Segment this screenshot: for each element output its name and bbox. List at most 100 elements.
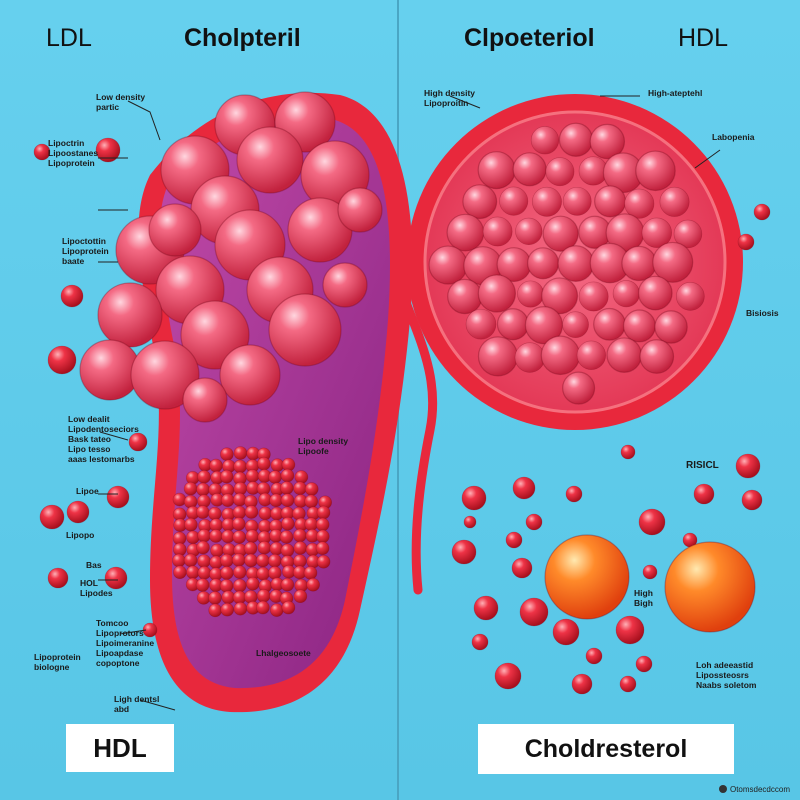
small-particle [208,506,222,521]
hdl-particle [530,126,560,155]
small-particle [244,553,258,568]
small-particle [293,481,307,496]
small-particle [232,492,247,507]
hdl-particles [428,122,705,405]
hdl-particle [659,186,690,217]
hdl-particle [446,213,485,252]
hdl-particle [639,339,675,374]
hdl-particle [514,342,546,373]
small-particle [208,591,222,605]
floating-particle [525,513,543,531]
floating-particle [642,564,658,580]
floating-particle [585,647,603,665]
left-main-title: Cholpteril [184,24,301,52]
small-particle [172,553,186,568]
hdl-particle [526,247,560,280]
small-particle [220,602,235,617]
small-particle [280,468,295,483]
small-particle [280,493,295,507]
hdl-vessel-ring [423,110,727,414]
floating-particle [512,476,536,500]
small-particle [173,565,187,580]
floating-particle [519,597,549,627]
hdl-particle [515,217,543,245]
floating-particle [693,483,715,505]
small-particle [257,456,271,471]
small-particle [315,517,330,532]
small-particle [281,516,295,531]
small-particle [293,528,307,543]
small-particle [233,446,248,460]
small-particle [197,554,211,568]
ldl-particle [322,262,368,308]
label-lipopo: Lipopo [66,530,95,540]
small-particle [183,553,198,568]
small-particle [269,603,284,617]
hdl-particle [673,219,703,249]
floating-particle [106,485,130,509]
small-particle [280,543,295,558]
floating-particle [552,618,580,646]
hdl-particle [578,281,609,312]
small-particle [197,470,211,484]
ldl-particle [219,344,281,406]
small-particle [293,541,308,555]
small-particle [208,603,223,618]
small-particle [256,553,270,568]
hdl-particle [652,241,694,283]
hdl-particle [562,311,589,338]
floating-particle [33,143,51,161]
image-credit: Otomsdecdccom [718,785,790,794]
hdl-particle [654,310,688,344]
hdl-particle [545,157,575,187]
floating-particle [505,531,523,549]
floating-particle [95,137,121,163]
hdl-particle [540,335,581,376]
hdl-particle [532,186,562,217]
ldl-particle [97,282,163,348]
small-particle [244,505,259,519]
hdl-particle [465,308,497,340]
small-particle [315,529,330,544]
hdl-particle [606,337,643,373]
hdl-particle [541,277,579,315]
floating-particle [511,557,533,579]
small-particle [256,588,271,603]
ldl-particle [236,126,304,194]
floating-particle [461,485,487,511]
hdl-particle [542,215,579,252]
credit-icon [718,785,727,793]
small-particle [196,482,210,497]
right-main-title: Clpoeteriol [464,24,595,52]
small-particle [245,529,260,543]
floating-particle [128,432,148,452]
hdl-particle [637,275,673,311]
label-bisiosis: Bisiosis [746,308,779,318]
floating-particle [60,284,84,308]
floating-particle [619,675,637,693]
leader-lines [98,95,721,711]
small-particle [195,578,210,592]
small-particle [183,481,198,496]
small-particle [315,541,330,556]
floating-particle [565,485,583,503]
hdl-particle [635,150,676,192]
small-particle [220,493,235,507]
label-bas: Bas [86,560,102,570]
floating-particles-left [33,137,158,638]
hdl-particle [562,186,592,216]
floating-particle [620,444,636,460]
small-particle [186,565,200,580]
floating-particle [47,567,69,589]
small-particle [245,576,260,591]
small-particle [268,470,282,484]
floating-particle [635,655,653,673]
hdl-particle [462,184,498,220]
